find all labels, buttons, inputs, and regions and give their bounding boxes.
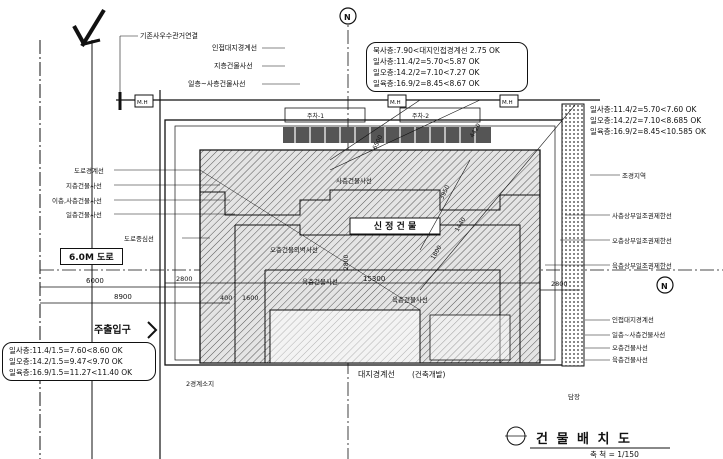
bottom-site-line-label: 대지경계선 xyxy=(358,370,395,379)
parking-2: 주차-2 xyxy=(412,112,429,120)
inner-six-floor-b-label: 육층건물사선 xyxy=(392,296,428,304)
right-calc-line: 일육층:16.9/2=8.45<10.585 OK xyxy=(590,127,706,136)
dim-6000: 6000 xyxy=(86,277,104,285)
grid-bubble-top: N xyxy=(344,13,351,22)
landscape-label: 조경지역 xyxy=(622,172,646,180)
inner-four-floor-label: 사층건물사선 xyxy=(336,177,372,185)
left-calculation-box: 일사층:11.4/1.5=7.60<8.60 OK 일오층:14.2/1.5=9… xyxy=(2,342,156,381)
dim-2800-b: 2800 xyxy=(551,280,568,288)
dim-400: 400 xyxy=(220,294,232,302)
top-calc-line: 일육층:16.9/2=8.45<8.67 OK xyxy=(373,79,480,88)
north-limit-5-label: 오층상부일조권제한선 xyxy=(612,237,672,245)
right-bottom-label-2: 일층~사층건물사선 xyxy=(612,331,666,339)
dim-2800-c: 2800 xyxy=(343,255,350,270)
wall-label: 담장 xyxy=(568,393,580,401)
inner-six-floor-label: 육층건물사선 xyxy=(302,278,338,286)
dim-1600: 1600 xyxy=(242,294,259,302)
left-slope-1-4-label: 이층,사층건물사선 xyxy=(52,197,102,205)
main-entrance-label: 주출입구 xyxy=(94,325,131,336)
bottom-site-line-note: (건축개발) xyxy=(412,370,446,379)
sewer-connection-label: 기존사우수관거연결 xyxy=(140,32,198,40)
inner-five-floor-label: 오층건물외벽사선 xyxy=(270,246,318,254)
left-calc-line: 일오층:14.2/1.5=9.47<9.70 OK xyxy=(9,357,123,366)
top-calc-line: 북사층:7.90<대지인접경계선 2.75 OK xyxy=(373,46,500,55)
plan-title: 건 물 배 치 도 xyxy=(536,432,632,447)
manhole-1: M.H xyxy=(137,100,148,106)
top-calc-line: 일사층:11.4/2=5.70<5.87 OK xyxy=(373,57,480,66)
manhole-3: M.H xyxy=(502,100,513,106)
top-ground-slope-label: 지층건물사선 xyxy=(214,62,253,70)
top-calc-line: 일오층:14.2/2=7.10<7.27 OK xyxy=(373,68,480,77)
parking-1: 주차-1 xyxy=(307,112,324,120)
left-calc-line: 일사층:11.4/1.5=7.60<8.60 OK xyxy=(9,346,123,355)
grid-bubble-right: N xyxy=(661,282,668,291)
road-center-label: 도로중심선 xyxy=(124,235,154,243)
right-calculation-box: 일사층:11.4/2=5.70<7.60 OK 일오층:14.2/2=7.10<… xyxy=(590,104,706,137)
right-calc-line: 일사층:11.4/2=5.70<7.60 OK xyxy=(590,105,697,114)
dim-2800-a: 2800 xyxy=(176,275,193,283)
north-limit-6-label: 육층상부일조권제한선 xyxy=(612,262,672,270)
left-slope-5-label: 일층건물사선 xyxy=(66,211,102,219)
dim-15300: 15300 xyxy=(363,275,385,283)
building-name: 신 정 건 물 xyxy=(373,222,417,232)
right-bottom-label-1: 인접대지경계선 xyxy=(612,316,654,324)
north-arrow-icon xyxy=(72,8,106,48)
top-calculation-box: 북사층:7.90<대지인접경계선 2.75 OK 일사층:11.4/2=5.70… xyxy=(366,42,528,92)
north-limit-4-label: 사층상부일조권제한선 xyxy=(612,212,672,220)
top-basement-slope-label: 일층~사층건물사선 xyxy=(188,80,246,88)
manhole-2: M.H xyxy=(390,100,401,106)
right-calc-line: 일오층:14.2/2=7.10<8.685 OK xyxy=(590,116,702,125)
road-width-label: 6.0M 도로 xyxy=(60,248,123,265)
dim-8900: 8900 xyxy=(114,293,132,301)
plan-scale: 축 척 = 1/150 xyxy=(590,450,639,459)
top-site-boundary-label: 인접대지경계선 xyxy=(212,44,258,52)
left-ground-slope-label: 지층건물사선 xyxy=(66,182,102,190)
corner-label: 2경계소지 xyxy=(186,380,215,388)
right-bottom-label-4: 육층건물사선 xyxy=(612,356,648,364)
road-boundary-label: 도로경계선 xyxy=(74,167,104,175)
left-calc-line: 일육층:16.9/1.5=11.27<11.40 OK xyxy=(9,368,133,377)
right-bottom-label-3: 오층건물사선 xyxy=(612,344,648,352)
